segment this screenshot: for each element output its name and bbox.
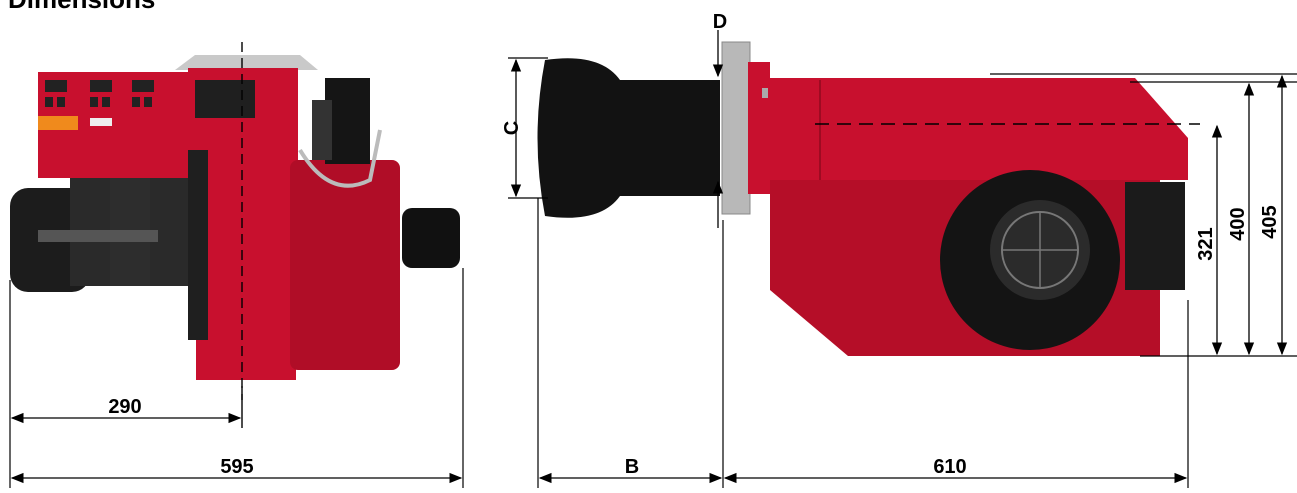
dim-610: 610 bbox=[933, 456, 966, 478]
pump-cylinder bbox=[325, 78, 370, 164]
blast-tube bbox=[537, 58, 720, 218]
dim-C: C bbox=[501, 121, 523, 135]
top-cover bbox=[768, 78, 1188, 180]
nozzle-cap bbox=[402, 208, 460, 268]
left-dimensions: 290 595 bbox=[9, 268, 464, 488]
burner-front-view bbox=[10, 42, 460, 428]
flange-collar bbox=[748, 62, 770, 194]
top-plate bbox=[175, 55, 318, 70]
dim-D: D bbox=[713, 11, 727, 33]
warning-label bbox=[38, 116, 78, 130]
right-dimensions: C D B 610 321 400 bbox=[501, 11, 1297, 488]
dim-400: 400 bbox=[1227, 207, 1249, 240]
side-body bbox=[290, 160, 400, 370]
mount-bracket bbox=[188, 150, 208, 340]
dim-321: 321 bbox=[1195, 227, 1217, 260]
dim-405: 405 bbox=[1259, 205, 1281, 238]
dim-B: B bbox=[625, 456, 639, 478]
burner-side-view bbox=[537, 41, 1188, 356]
dim-595: 595 bbox=[220, 456, 253, 478]
electronics-box bbox=[1125, 182, 1185, 290]
page-title: Dimensions bbox=[8, 0, 155, 12]
fan-housing-front bbox=[196, 160, 296, 380]
cable bbox=[298, 129, 382, 188]
dim-290: 290 bbox=[108, 396, 141, 418]
display-window bbox=[195, 80, 255, 118]
mounting-flange bbox=[721, 41, 751, 215]
terminal-strip bbox=[38, 230, 158, 242]
